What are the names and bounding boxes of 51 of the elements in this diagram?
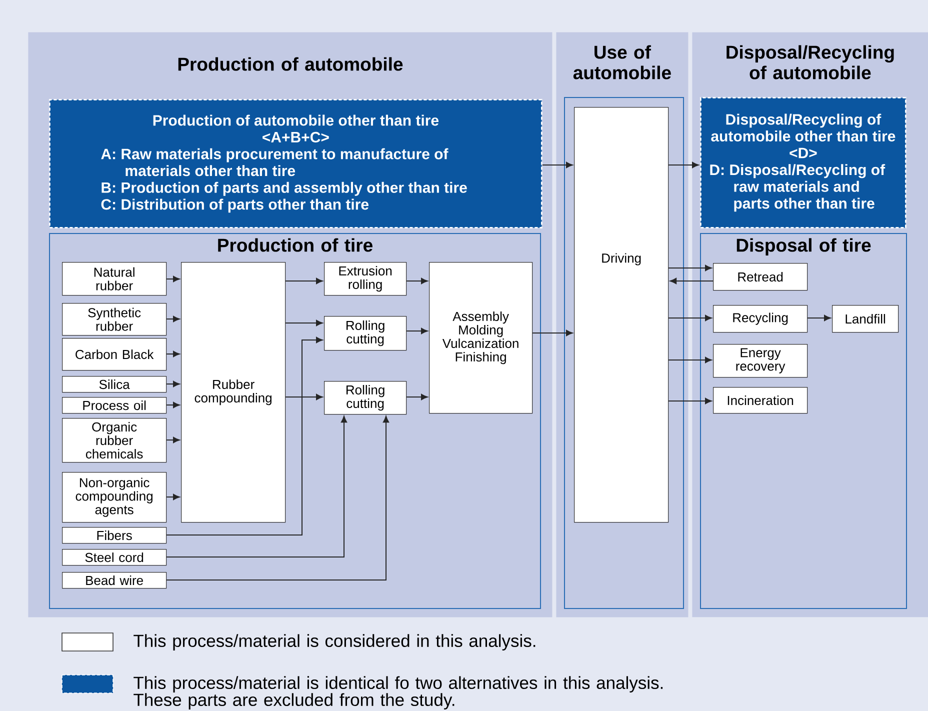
process-box: Rubber compounding — [181, 262, 286, 523]
process-box: Recycling — [713, 305, 808, 333]
process-box: Silica — [62, 376, 167, 393]
process-box: Process oil — [62, 397, 167, 414]
arrow — [166, 276, 180, 282]
process-box: Rolling cutting — [324, 316, 407, 351]
process-box: Synthetic rubber — [62, 303, 167, 336]
arrow — [285, 320, 323, 326]
process-box: Landfill — [832, 305, 899, 333]
arrow — [668, 356, 712, 364]
process-box: Natural rubber — [62, 262, 167, 296]
arrow — [166, 316, 180, 322]
arrow — [166, 436, 180, 444]
arrow — [166, 402, 180, 408]
process-box: Energy recovery — [713, 344, 808, 378]
arrow — [668, 162, 699, 168]
process-box: Steel cord — [62, 549, 167, 566]
excluded-process-box: Disposal/Recycling of automobile other than tire <D> D: Disposal/Recycling of raw materials and parts other than tire — [700, 97, 906, 228]
process-box: Fibers — [62, 527, 167, 544]
arrow — [668, 264, 712, 272]
arrow — [166, 380, 180, 388]
arrow — [166, 416, 390, 580]
excluded-process-box: Production of automobile other than tire <A+B+C> A: Raw materials procurement to manufacture of materials other than tire B: Production of parts and assembly other than tire C: Distribution of parts other than tire — [49, 99, 542, 228]
process-box: Bead wire — [62, 572, 167, 589]
arrow — [166, 494, 180, 500]
arrow — [285, 394, 323, 400]
process-box: Driving — [574, 107, 669, 523]
process-box: Incineration — [713, 387, 808, 414]
arrow — [670, 278, 714, 284]
process-box: Extrusion rolling — [324, 262, 407, 296]
legend-text: This process/material is identical fo two alternatives in this analysis. These parts are excluded from the study. — [134, 676, 663, 710]
process-box: Assembly Molding Vulcanization Finishing — [429, 262, 533, 414]
arrow — [285, 278, 323, 284]
legend-text: This process/material is considered in this analysis. — [134, 634, 536, 650]
arrow — [542, 162, 573, 168]
arrow — [668, 314, 712, 322]
arrow — [807, 314, 831, 322]
arrow — [166, 336, 323, 536]
arrow — [166, 350, 180, 358]
process-box: Non-organic compounding agents — [62, 472, 167, 523]
process-box: Rolling cutting — [324, 381, 407, 415]
arrow — [532, 330, 573, 336]
process-box: Carbon Black — [62, 338, 167, 371]
arrow — [406, 278, 428, 284]
process-box: Retread — [713, 263, 808, 291]
arrow — [406, 328, 428, 334]
arrow — [406, 394, 428, 400]
section-frame — [564, 97, 684, 609]
arrow — [166, 416, 348, 558]
process-box: Organic rubber chemicals — [62, 418, 167, 463]
arrow — [668, 398, 712, 404]
